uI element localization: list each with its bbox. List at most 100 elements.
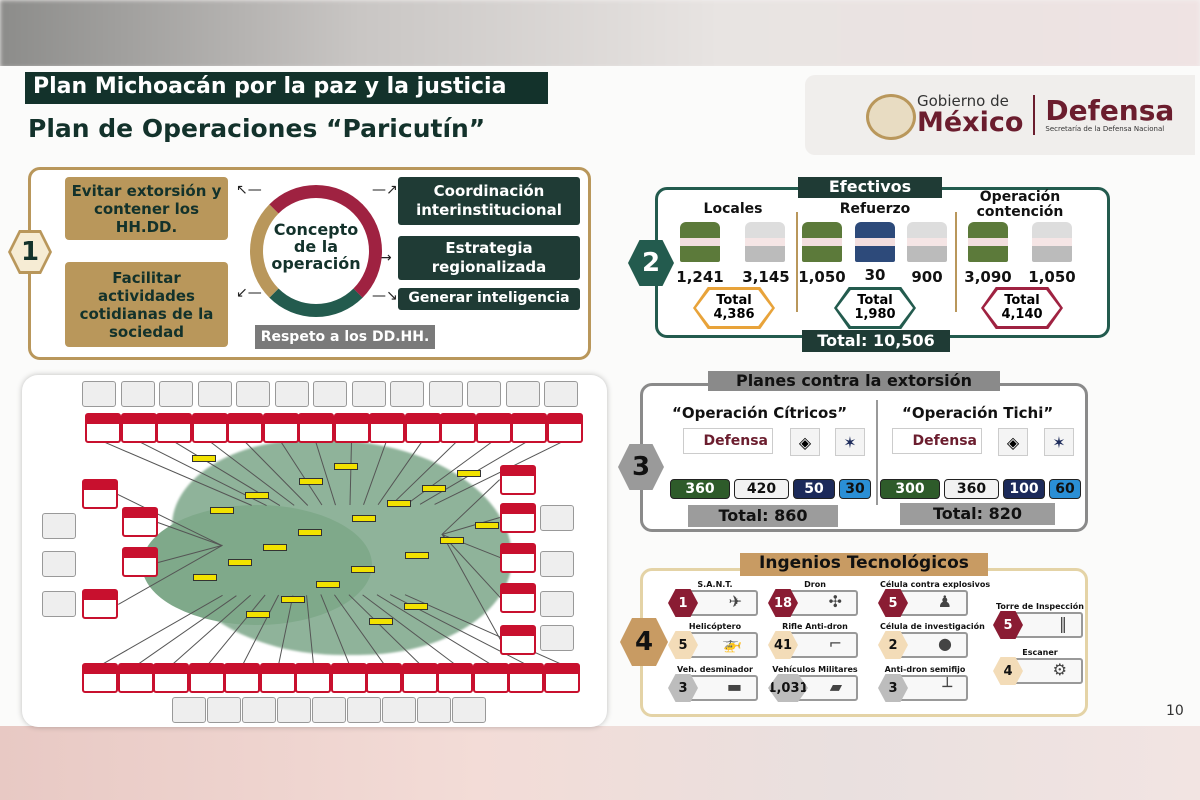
efectivos-title: Efectivos <box>798 177 942 198</box>
section-3-badge: 3 <box>618 444 664 490</box>
municipality-label <box>192 455 216 462</box>
guardia-nacional-box <box>452 697 486 723</box>
tech-item-label: Célula de investigación <box>880 622 985 631</box>
tech-item: S.A.N.T. ✈ 1 <box>668 580 760 617</box>
navy-soldier-icon <box>745 222 785 262</box>
unit-box <box>122 507 158 537</box>
municipality-label <box>387 500 411 507</box>
arrow-icon: ↖— <box>236 182 262 198</box>
unit-box <box>298 413 334 443</box>
guardia-nacional-box <box>42 591 76 617</box>
municipality-label <box>193 574 217 581</box>
unit-box <box>511 413 547 443</box>
personnel-count: 3,145 <box>742 268 790 286</box>
total-value: 4,386 <box>713 307 755 322</box>
guardia-nacional-box <box>242 697 276 723</box>
logo-divider <box>1033 95 1036 135</box>
operation-name: “Operación Tichi” <box>902 404 1054 422</box>
logo-secretaria: Secretaría de la Defensa Nacional <box>1045 125 1165 133</box>
tech-item-count: 1 <box>668 589 698 617</box>
unit-box <box>500 465 536 495</box>
page-number: 10 <box>1166 703 1184 719</box>
tech-item-count: 18 <box>768 589 798 617</box>
guardia-nacional-box <box>207 697 241 723</box>
tech-item-label: Torre de Inspección <box>996 602 1084 611</box>
unit-box <box>369 413 405 443</box>
equipment-icon: ● <box>938 634 952 653</box>
guardia-nacional-box <box>197 381 232 407</box>
equipment-icon: ▰ <box>829 677 842 696</box>
personnel-chip: 300 <box>880 479 940 499</box>
unit-box <box>440 413 476 443</box>
equipment-icon: ‖ <box>1059 614 1067 633</box>
tech-item-label: Anti-dron semifijo <box>884 665 966 674</box>
tech-item-label: S.A.N.T. <box>697 580 733 589</box>
police-star-icon: ✶ <box>835 428 865 456</box>
unit-box <box>153 663 189 693</box>
unit-box <box>546 413 583 443</box>
concept-label: Concepto de la operación <box>271 220 361 273</box>
municipality-label <box>210 507 234 514</box>
unit-box <box>500 625 536 655</box>
personnel-chip: 420 <box>734 479 789 499</box>
guardia-nacional-box <box>347 697 381 723</box>
municipality-label <box>457 470 481 477</box>
municipality-label <box>245 492 269 499</box>
unit-box <box>401 663 438 693</box>
tech-item-count: 2 <box>878 631 908 659</box>
tech-item-label: Vehículos Militares <box>772 665 858 674</box>
municipality-label <box>263 544 287 551</box>
guardia-nacional-box <box>236 381 270 407</box>
slide-title: Plan Michoacán por la paz y la justicia <box>25 72 548 104</box>
tech-item-count: 5 <box>993 611 1023 639</box>
arrow-icon: ↙— <box>236 285 262 301</box>
army-soldier-icon <box>968 222 1008 262</box>
tech-item-count: 4 <box>993 657 1023 685</box>
personnel-count: 1,050 <box>798 268 846 286</box>
group-label: Refuerzo <box>839 201 911 217</box>
tech-item-count: 1,031 <box>768 674 808 702</box>
guardia-nacional-box <box>417 697 451 723</box>
equipment-icon: ⌐ <box>828 634 842 653</box>
unit-box <box>188 663 225 693</box>
unit-box <box>117 663 154 693</box>
personnel-chip: 360 <box>944 479 999 499</box>
navy-soldier-icon <box>1032 222 1072 262</box>
divider <box>955 212 957 312</box>
unit-box <box>475 413 512 443</box>
unit-box <box>508 663 544 693</box>
action-box: Estrategia regionalizada <box>398 236 580 280</box>
equipment-icon: ✈ <box>728 592 742 611</box>
unit-box <box>500 503 536 533</box>
extorsion-plans-title: Planes contra la extorsión <box>708 371 1000 391</box>
unit-box <box>437 663 473 693</box>
guardia-nacional-box <box>313 381 347 407</box>
respect-label: Respeto a los DD.HH. <box>255 325 435 349</box>
tech-item: Escaner⚙4 <box>993 648 1085 685</box>
goal-box: Evitar extorsión y contener los HH.DD. <box>65 177 228 240</box>
guardia-nacional-box <box>42 551 76 577</box>
national-seal-icon <box>866 94 916 140</box>
unit-box <box>500 583 536 613</box>
guardia-nacional-box <box>540 591 574 617</box>
municipality-label <box>405 552 429 559</box>
tech-item-count: 41 <box>768 631 798 659</box>
unit-box <box>404 413 441 443</box>
action-box: Generar inteligencia <box>398 288 580 310</box>
guardia-nacional-box <box>42 513 76 539</box>
municipality-label <box>316 581 340 588</box>
total-value: 1,980 <box>854 307 896 322</box>
tech-item: Rifle Anti-dron⌐41 <box>768 622 860 659</box>
police-officer-icon <box>855 222 895 262</box>
personnel-count: 3,090 <box>964 268 1012 286</box>
municipality-label <box>246 611 270 618</box>
arrow-icon: —↗ <box>372 182 398 198</box>
tech-item-label: Escaner <box>1022 648 1058 657</box>
unit-box <box>543 663 580 693</box>
unit-box <box>227 413 263 443</box>
unit-box <box>82 663 118 693</box>
tech-item: Veh. desminador▬3 <box>668 665 760 702</box>
guardia-nacional-box <box>540 625 574 651</box>
tech-item-count: 5 <box>878 589 908 617</box>
unit-box <box>156 413 192 443</box>
